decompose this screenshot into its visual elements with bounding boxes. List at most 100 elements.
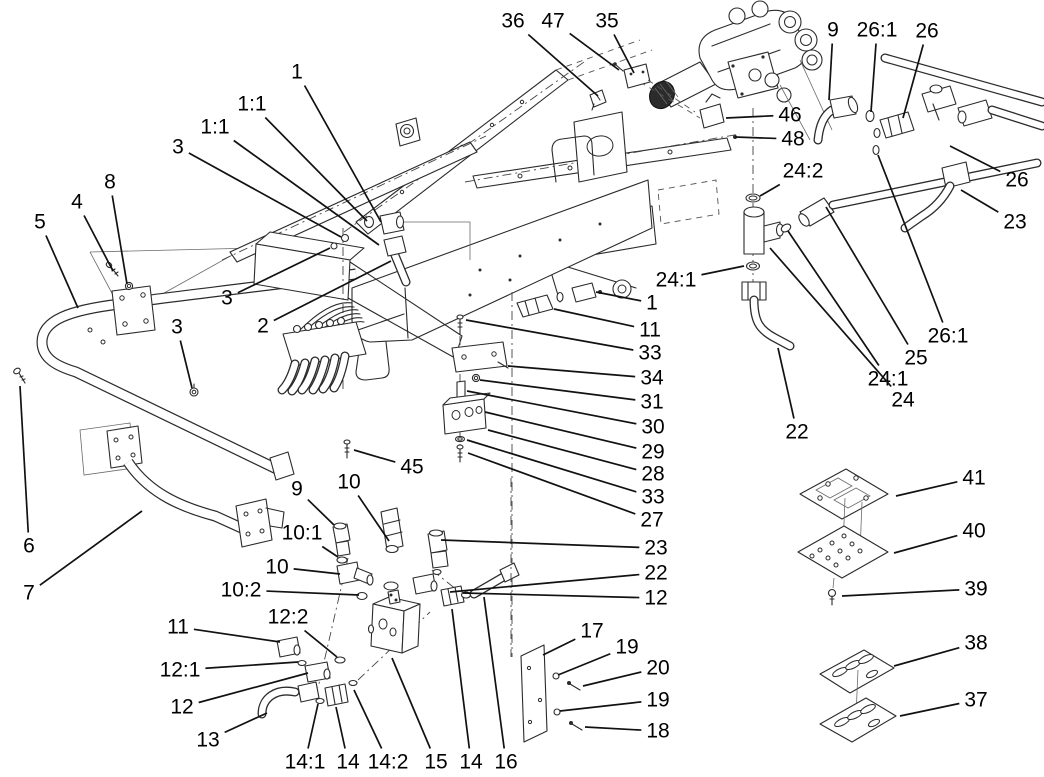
o-ring-14-2 [348,679,358,687]
o-ring-24-1 [745,261,761,271]
o-ring-10-1 [336,556,348,564]
nut-31 [471,373,481,383]
callout-label-12: 12 [644,587,667,610]
leader-line-3 [237,247,331,294]
leader-line-26 [902,44,925,119]
callout-label-23: 23 [644,537,667,560]
fitting-14 [324,683,349,707]
callout-label-4: 4 [71,191,83,214]
callout-label-26:1: 26:1 [857,19,898,42]
o-ring-11 [556,291,564,303]
tee-fitting-assembly [741,108,1042,351]
leader-line-16 [483,596,506,749]
leader-line-12 [198,672,309,704]
leader-line-23 [440,539,640,549]
bolt-27 [456,444,464,463]
leader-line-12 [462,592,640,599]
fitting-10-long [380,507,404,554]
leader-line-17 [542,638,576,656]
leader-line-29 [484,411,637,449]
hose-13 [258,687,299,718]
hose-2-nut [383,235,407,257]
leader-line-34 [507,365,636,378]
callout-label-18: 18 [646,720,669,743]
cover-plate-17 [520,644,583,743]
elbow-22 [412,573,438,595]
leader-line-23 [960,189,999,213]
leader-line-24 [769,247,892,388]
leader-line-30 [466,390,637,425]
leader-line-1 [595,291,642,302]
leader-line-38 [893,646,960,667]
callout-label-6: 6 [23,535,35,558]
leader-line-3 [188,152,342,238]
leader-line-47 [569,32,620,71]
callout-label-10:1: 10:1 [282,522,323,545]
leader-line-14:2 [353,689,383,749]
valve-block-cluster [257,507,520,719]
callout-label-27: 27 [640,509,663,532]
callout-label-29: 29 [641,441,664,464]
leader-line-28 [487,429,637,471]
leader-line-35 [613,34,635,74]
center-manifold [277,302,367,459]
leader-line-10 [293,568,341,575]
beam-handle [355,341,390,381]
callout-label-10: 10 [337,471,360,494]
leader-line-22 [777,347,795,419]
callout-label-24:1: 24:1 [656,269,697,292]
plate-38 [819,649,895,694]
tee-fitting-24 [743,211,765,255]
fitting-1b [516,294,554,318]
washer-33 [454,435,466,443]
callout-label-1:1: 1:1 [200,116,229,139]
callout-label-26: 26 [1005,169,1028,192]
callout-label-8: 8 [104,171,116,194]
leader-line-9 [828,43,834,101]
leader-line-33 [465,319,634,351]
leader-line-41 [895,481,958,497]
callout-label-26: 26 [915,20,938,43]
callout-label-19: 19 [615,636,638,659]
leader-line-4 [83,215,114,272]
sensor-brackets [589,62,737,139]
frame-fitting-1 [330,211,471,287]
fitting-22s [440,585,465,607]
screw-39 [827,588,837,606]
callout-label-34: 34 [640,367,664,390]
rear-rail [229,141,478,263]
leader-line-26:1 [870,43,877,113]
hose-16-end [499,562,520,583]
tube-bracket-right [235,498,273,548]
leader-line-1:1 [233,139,380,246]
screw-20 [567,681,581,691]
leader-line-10 [357,495,390,542]
callout-label-24: 24 [891,389,915,412]
leader-line-24:2 [759,183,781,197]
bolt-3 [189,383,199,397]
callout-label-9: 9 [827,19,839,42]
elbow-11 [276,636,301,658]
leader-line-11 [193,628,281,643]
plate-34 [451,341,508,373]
plate-stack-lower [819,649,897,743]
tow-bar-tube [37,269,357,476]
o-ring-14-1 [315,697,325,705]
bolt-45 [343,439,351,459]
elbow-23 [941,161,971,189]
callout-label-40: 40 [962,520,985,543]
callout-label-33: 33 [641,486,664,509]
plate-stack-upper [797,468,889,606]
nut-8 [124,281,134,291]
callout-label-10: 10 [265,556,288,579]
leader-line-24:1 [787,230,880,366]
callout-label-14:1: 14:1 [285,751,326,774]
nut-3b [330,242,338,250]
leader-line-3 [179,340,193,389]
center-parts-stack [442,282,602,463]
callout-label-48: 48 [781,128,804,151]
valve-block-15 [367,589,421,654]
hose-to-right [829,159,1041,209]
leader-line-5 [45,235,79,309]
callout-label-22: 22 [644,562,667,585]
